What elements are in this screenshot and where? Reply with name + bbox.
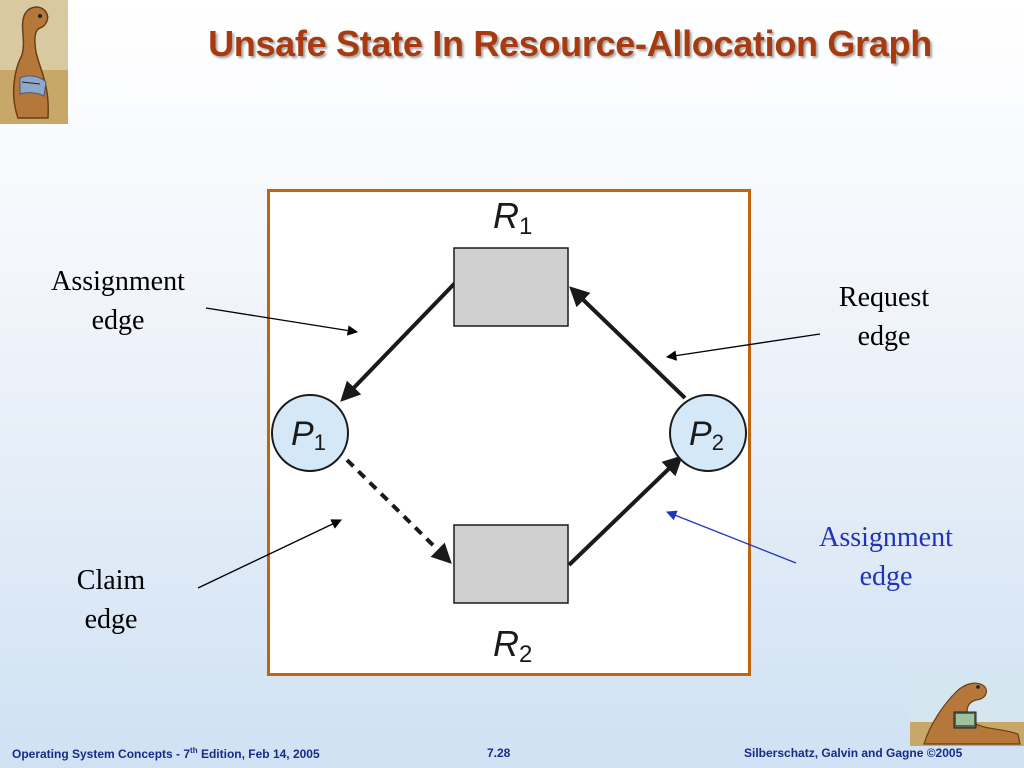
resource-r2-label: R2 (493, 623, 532, 668)
process-p1-label: P1 (291, 415, 326, 455)
assignment-edge-r2-p2 (567, 455, 683, 567)
claim-pointer (197, 519, 342, 589)
process-p2-node (669, 394, 747, 472)
process-p2-label: P2 (689, 415, 724, 455)
assignment-right-pointer (666, 510, 797, 564)
request-pointer (665, 333, 821, 361)
footer-page-number: 7.28 (487, 746, 511, 760)
resource-r2-node (453, 524, 569, 604)
dinosaur-logo-bottom (910, 674, 1024, 746)
process-p1-node (271, 394, 349, 472)
dinosaur-logo-top (0, 0, 68, 124)
assignment-edge-r1-p1 (340, 281, 457, 402)
assignment-edge-annotation-left: Assignment edge (51, 266, 185, 336)
claim-edge-p1-r2 (345, 458, 452, 564)
request-edge-p2-r1 (569, 286, 687, 400)
resource-r1-node (453, 247, 569, 327)
footer-right: Silberschatz, Galvin and Gagne ©2005 (744, 746, 963, 760)
claim-edge-annotation: Claim edge (76, 565, 146, 635)
assignment-edge-annotation-right: Assignment edge (819, 522, 953, 592)
resource-r1-label: R1 (493, 195, 532, 240)
assignment-left-pointer (205, 307, 359, 336)
slide-title: Unsafe State In Resource-Allocation Grap… (208, 23, 932, 64)
request-edge-annotation: Request edge (838, 282, 930, 352)
footer-left: Operating System Concepts - 7th Edition,… (12, 746, 320, 761)
